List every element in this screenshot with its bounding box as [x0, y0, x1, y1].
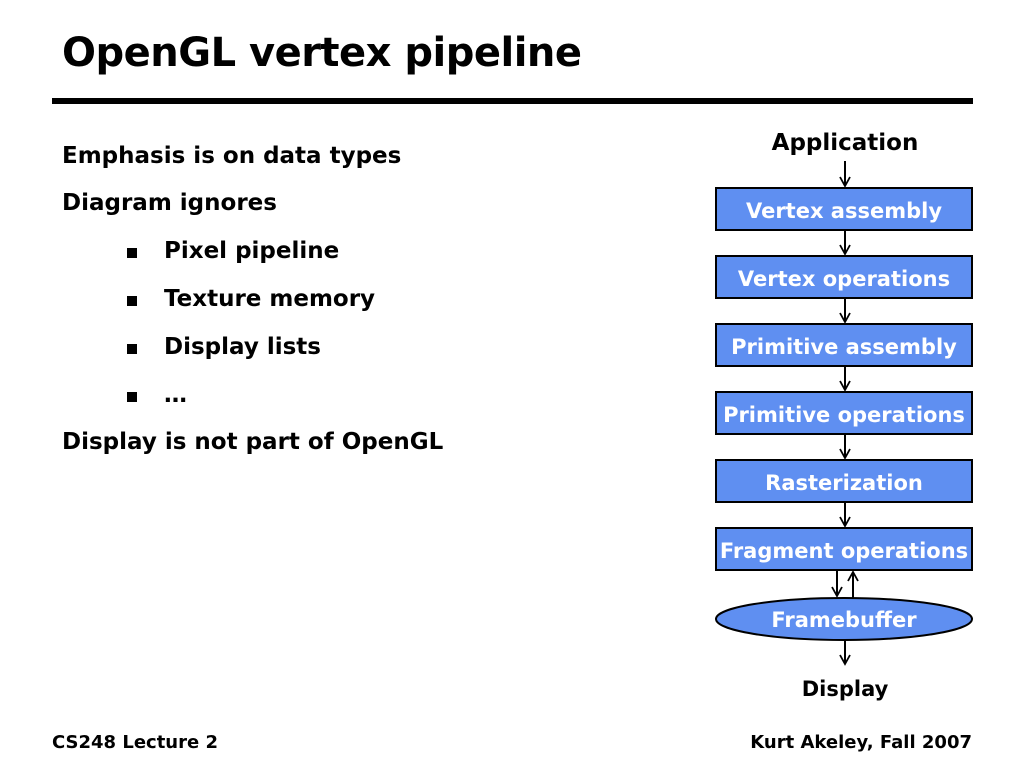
stage-vertex-operations-label: Vertex operations: [738, 267, 950, 291]
bullet-square-icon: [127, 248, 137, 258]
stage-rasterization-label: Rasterization: [765, 471, 923, 495]
bullet-square-icon: [127, 296, 137, 306]
bullet-square-icon: [127, 344, 137, 354]
stage-vertex-assembly-box: [715, 187, 973, 231]
stage-fragment-operations-label: Fragment operations: [720, 539, 968, 563]
framebuffer-label: Framebuffer: [771, 608, 917, 632]
slide-title: OpenGL vertex pipeline: [62, 30, 582, 76]
stage-primitive-operations-box: [715, 391, 973, 435]
stage-primitive-assembly-label: Primitive assembly: [731, 335, 957, 359]
bullet-diagram-ignores: Diagram ignores: [62, 190, 277, 216]
subbullet-pixel-pipeline: Pixel pipeline: [164, 238, 340, 264]
subbullet-display-lists: Display lists: [164, 334, 321, 360]
application-label: Application: [772, 130, 919, 156]
subbullet-ellipsis: …: [164, 382, 187, 408]
subbullet-texture-memory: Texture memory: [164, 286, 376, 312]
stage-vertex-assembly-label: Vertex assembly: [746, 199, 942, 223]
stage-fragment-operations-box: [715, 527, 973, 571]
stage-rasterization-box: [715, 459, 973, 503]
footer-lecture: CS248 Lecture 2: [52, 732, 218, 753]
bullet-square-icon: [127, 392, 137, 402]
bullet-emphasis: Emphasis is on data types: [62, 143, 402, 169]
stage-primitive-assembly-box: [715, 323, 973, 367]
bullet-display-not-opengl: Display is not part of OpenGL: [62, 429, 444, 455]
display-label: Display: [802, 677, 889, 701]
title-underline: [52, 98, 973, 104]
footer-author: Kurt Akeley, Fall 2007: [750, 732, 972, 753]
stage-primitive-operations-label: Primitive operations: [723, 403, 965, 427]
